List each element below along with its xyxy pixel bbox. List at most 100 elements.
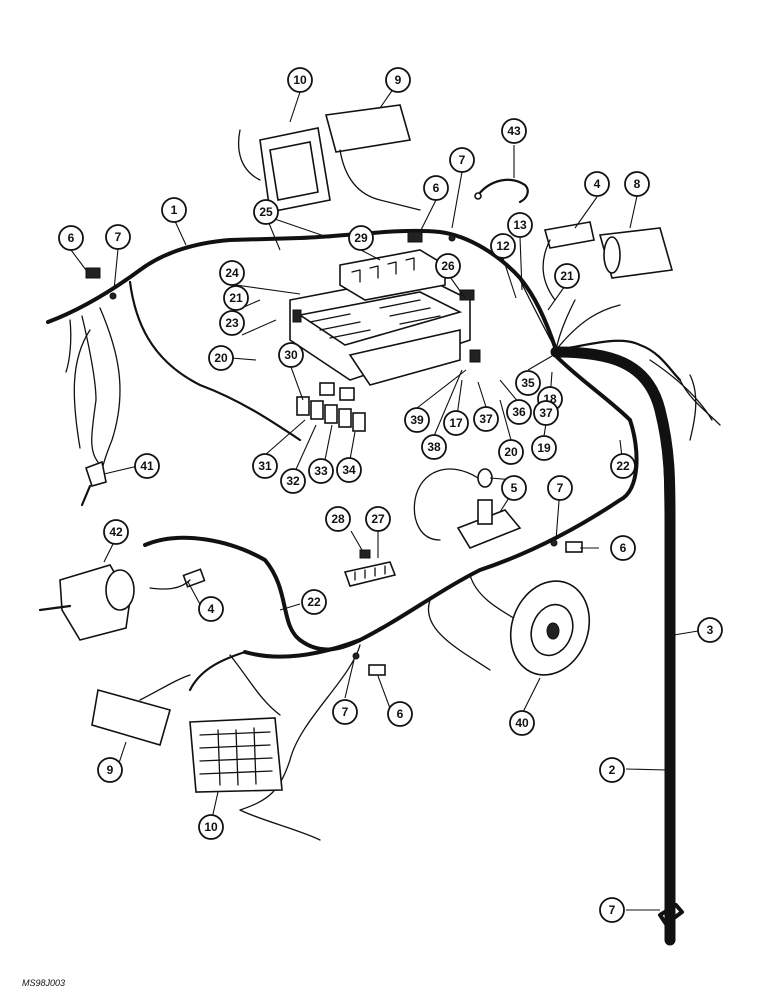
callout-circle [404, 407, 430, 433]
callout-circle [501, 475, 527, 501]
callout-circle [599, 757, 625, 783]
callout-circle [134, 453, 160, 479]
figure-code: MS98J003 [22, 978, 66, 988]
fuse-relay-panel [289, 249, 481, 386]
callout-circle [287, 67, 313, 93]
callout-21: 21 [554, 263, 580, 289]
callout-12: 12 [490, 233, 516, 259]
callout-label: 1 [171, 203, 178, 217]
callout-label: 21 [560, 269, 574, 283]
callout-circle [278, 342, 304, 368]
callout-circle [252, 453, 278, 479]
callout-22: 22 [301, 589, 327, 615]
callout-7: 7 [449, 147, 475, 173]
callout-21: 21 [223, 285, 249, 311]
callout-circle [103, 519, 129, 545]
callout-26: 26 [435, 253, 461, 279]
tail-lamp-lower [91, 674, 191, 746]
callout-9: 9 [97, 757, 123, 783]
callout-37: 37 [533, 400, 559, 426]
callout-9: 9 [385, 67, 411, 93]
callout-circle [509, 710, 535, 736]
callout-5: 5 [501, 475, 527, 501]
callout-label: 7 [609, 903, 616, 917]
callout-circle [97, 757, 123, 783]
callout-bubbles: 1234456666777778991010121317181920202121… [58, 67, 723, 923]
callout-label: 21 [229, 291, 243, 305]
cable-link [474, 178, 529, 204]
callout-label: 31 [258, 459, 272, 473]
callout-7: 7 [332, 699, 358, 725]
callout-label: 7 [342, 705, 349, 719]
callout-circle [507, 212, 533, 238]
callout-label: 4 [208, 602, 215, 616]
callout-label: 9 [107, 763, 114, 777]
work-light-upper [237, 127, 331, 213]
callout-31: 31 [252, 453, 278, 479]
callout-25: 25 [253, 199, 279, 225]
callout-38: 38 [421, 434, 447, 460]
callout-label: 32 [286, 474, 300, 488]
callout-27: 27 [365, 506, 391, 532]
right-branch-wires [519, 279, 721, 441]
callout-circle [554, 263, 580, 289]
callout-circle [253, 199, 279, 225]
callout-label: 23 [225, 316, 239, 330]
callout-circle [547, 475, 573, 501]
callout-label: 7 [459, 153, 466, 167]
callout-label: 10 [293, 73, 307, 87]
callout-40: 40 [509, 710, 535, 736]
callout-6: 6 [387, 701, 413, 727]
callout-circle [348, 225, 374, 251]
dome-light [413, 468, 522, 549]
callout-7: 7 [547, 475, 573, 501]
callout-circle [280, 468, 306, 494]
callout-circle [584, 171, 610, 197]
callout-label: 29 [354, 231, 368, 245]
callout-circle [423, 175, 449, 201]
callout-label: 9 [395, 73, 402, 87]
terminal-block [343, 549, 397, 587]
callout-circle [208, 345, 234, 371]
callout-36: 36 [506, 399, 532, 425]
callout-35: 35 [515, 370, 541, 396]
callout-39: 39 [404, 407, 430, 433]
callout-circle [515, 370, 541, 396]
callout-circle [308, 458, 334, 484]
callout-7: 7 [105, 224, 131, 250]
callout-label: 8 [634, 177, 641, 191]
callout-circle [219, 310, 245, 336]
callout-10: 10 [198, 814, 224, 840]
callout-label: 12 [496, 239, 510, 253]
callout-circle [531, 435, 557, 461]
callout-6: 6 [58, 225, 84, 251]
callout-circle [490, 233, 516, 259]
callout-circle [506, 399, 532, 425]
callout-label: 39 [410, 413, 424, 427]
callout-circle [498, 439, 524, 465]
callout-label: 7 [557, 481, 564, 495]
callout-label: 4 [594, 177, 601, 191]
callout-label: 27 [371, 512, 385, 526]
callout-label: 34 [342, 463, 356, 477]
callout-label: 7 [115, 230, 122, 244]
callout-circle [336, 457, 362, 483]
switch-lower [149, 568, 206, 590]
callout-label: 42 [109, 525, 123, 539]
clips [85, 231, 583, 676]
callout-33: 33 [308, 458, 334, 484]
callout-17: 17 [443, 410, 469, 436]
callout-23: 23 [219, 310, 245, 336]
callout-8: 8 [624, 171, 650, 197]
callout-circle [198, 596, 224, 622]
callout-label: 22 [307, 595, 321, 609]
callout-circle [421, 434, 447, 460]
callout-circle [58, 225, 84, 251]
control-unit [38, 564, 135, 641]
callout-label: 6 [620, 541, 627, 555]
callout-label: 6 [433, 181, 440, 195]
callout-label: 33 [314, 464, 328, 478]
fuse-cluster [296, 382, 366, 432]
